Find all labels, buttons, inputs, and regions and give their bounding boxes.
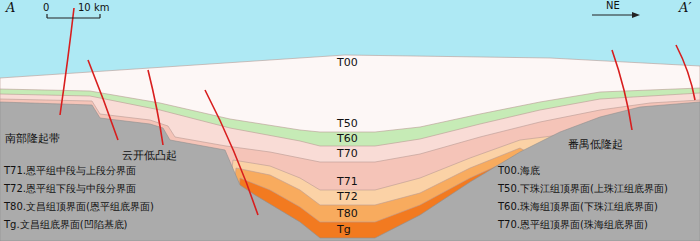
horizon-label: T80	[337, 208, 358, 221]
horizon-label: T71	[337, 176, 358, 189]
section-end-label: A′	[679, 1, 691, 16]
horizon-label: T60	[337, 133, 358, 146]
legend-note: T00.海底	[498, 165, 540, 177]
legend-note: T70.恩平组顶界面(珠海组底界面)	[498, 219, 648, 231]
legend-note: T60.珠海组顶界面(下珠江组底界面)	[498, 201, 658, 213]
direction-label: NE	[606, 0, 620, 12]
horizon-label: T70	[337, 148, 358, 161]
legend-note: T80.文昌组顶界面(恩平组底界面)	[4, 201, 154, 213]
structure-label: 南部隆起带	[5, 133, 60, 146]
structure-label: 番禺低隆起	[568, 139, 623, 152]
legend-note: T50.下珠江组顶界面(上珠江组底界面)	[498, 183, 668, 195]
horizon-label: T72	[337, 191, 358, 204]
structure-label: 云开低凸起	[122, 150, 177, 163]
scale-label: 10 km	[78, 2, 109, 14]
legend-note: Tg.文昌组底界面(凹陷基底)	[4, 219, 127, 231]
horizon-label: Tg	[337, 224, 351, 237]
scale-label: 0	[43, 2, 49, 14]
section-end-label: A	[6, 1, 15, 16]
horizon-label: T00	[337, 57, 358, 70]
legend-note: T71.恩平组中段与上段分界面	[4, 165, 136, 177]
horizon-label: T50	[337, 118, 358, 131]
legend-note: T72.恩平组下段与中段分界面	[4, 183, 136, 195]
